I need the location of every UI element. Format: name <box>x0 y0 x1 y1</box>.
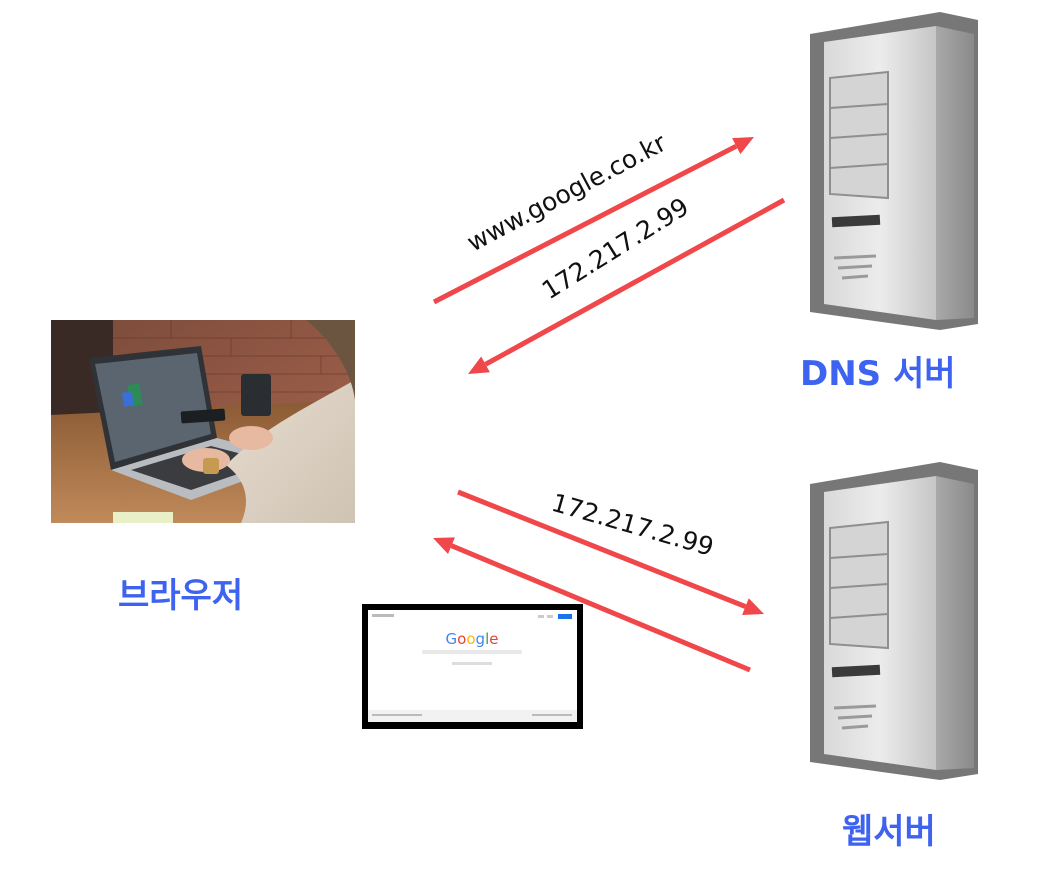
dns-request-arrow <box>432 137 754 305</box>
web-request-label: 172.217.2.99 <box>548 488 717 562</box>
search-result-page-thumbnail: Google <box>362 604 583 729</box>
web-response-arrow <box>433 537 751 673</box>
web-request-arrow <box>457 489 764 615</box>
google-logo: Google <box>446 630 499 648</box>
dns-server-label: DNS 서버 <box>800 354 956 394</box>
laptop-user-photo-icon <box>51 320 355 523</box>
dns-server-tower-icon <box>810 12 978 330</box>
web-server-label: 웹서버 <box>842 812 936 852</box>
dns-response-arrow <box>468 197 786 374</box>
web-server-tower-icon <box>810 462 978 780</box>
browser-label: 브라우저 <box>118 576 244 616</box>
